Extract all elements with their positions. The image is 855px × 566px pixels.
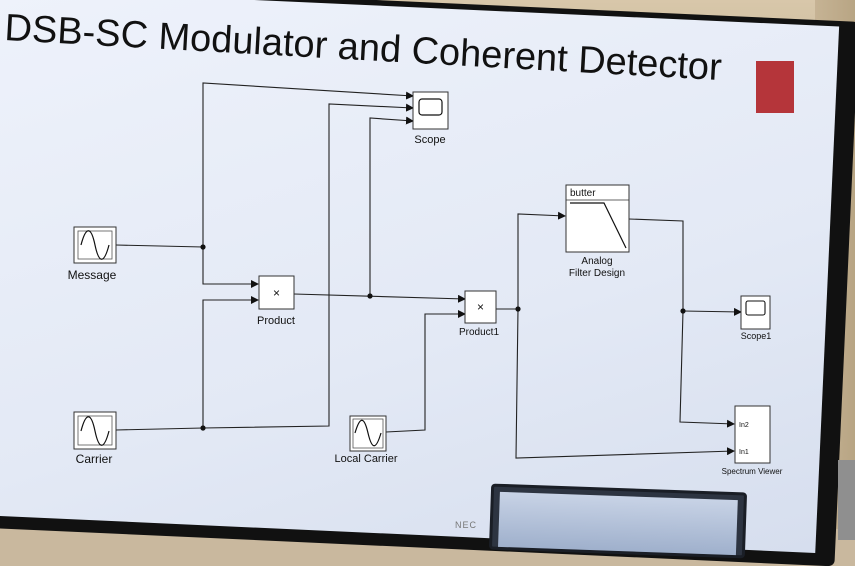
branch-point <box>367 293 373 299</box>
wire-product1-to-filter <box>517 211 566 309</box>
local-carrier-label: Local Carrier <box>335 453 398 465</box>
scope-screen-icon <box>745 300 766 316</box>
multiply-symbol: × <box>273 286 280 300</box>
wire-product-to-product1 <box>293 293 466 303</box>
wire-message-out <box>115 244 204 248</box>
branch-point <box>200 425 206 431</box>
branch-point <box>515 306 521 312</box>
laptop <box>488 483 748 559</box>
branch-point <box>200 244 206 250</box>
carrier-label: Carrier <box>76 452 113 466</box>
filter-type: butter <box>570 188 596 199</box>
port-in1-label: In1 <box>739 449 749 456</box>
scope1-label: Scope1 <box>741 331 772 341</box>
filter-label-line1: Analog <box>581 256 612 267</box>
scope1-block[interactable]: Scope1 <box>740 295 772 341</box>
laptop-screen <box>498 491 738 556</box>
message-block[interactable]: Message <box>68 226 117 282</box>
product1-block[interactable]: × Product1 <box>459 290 499 338</box>
wire-carrier-out <box>115 427 204 431</box>
port-in2-label: In2 <box>739 422 749 429</box>
wire-product1-to-spectrum <box>515 308 735 459</box>
scope-label: Scope <box>414 134 445 146</box>
sine-wave-icon <box>80 416 110 446</box>
product-block[interactable]: × Product <box>257 275 295 327</box>
product-label: Product <box>257 315 295 327</box>
wire-product-to-scope <box>369 116 414 296</box>
block-diagram: DSB-SC Modulator and Coherent Detector M… <box>3 7 794 476</box>
filter-label-line2: Filter Design <box>569 268 625 279</box>
monitor-brand: NEC <box>455 520 478 530</box>
branch-point <box>680 308 686 314</box>
sine-wave-icon <box>80 230 110 260</box>
background-object <box>838 460 855 540</box>
accent-square <box>756 61 794 113</box>
wire-carrier-to-product <box>202 296 259 428</box>
lowpass-response-icon <box>570 202 627 249</box>
wire-filter-out <box>628 218 684 311</box>
carrier-block[interactable]: Carrier <box>73 411 117 466</box>
sine-wave-icon <box>354 419 382 447</box>
local-carrier-block[interactable]: Local Carrier <box>335 415 398 465</box>
scope-block[interactable]: Scope <box>412 91 449 146</box>
wire-carrier-to-scope <box>202 103 414 429</box>
scope-screen-icon <box>418 98 443 116</box>
product1-label: Product1 <box>459 327 499 338</box>
wire-localcarrier-to-product1 <box>385 310 466 433</box>
spectrum-viewer-block[interactable]: In2 In1 Spectrum Viewer <box>722 405 783 476</box>
analog-filter-block[interactable]: butter Analog Filter Design <box>565 184 630 279</box>
page-title: DSB-SC Modulator and Coherent Detector <box>3 7 723 89</box>
spectrum-viewer-label: Spectrum Viewer <box>722 467 783 476</box>
multiply-symbol: × <box>477 300 484 314</box>
wire-filter-to-scope1 <box>682 307 742 316</box>
wire-message-to-scope <box>202 82 414 247</box>
wire-message-to-product <box>202 247 259 288</box>
wire-filter-to-spectrum <box>679 310 735 428</box>
message-label: Message <box>68 268 117 282</box>
